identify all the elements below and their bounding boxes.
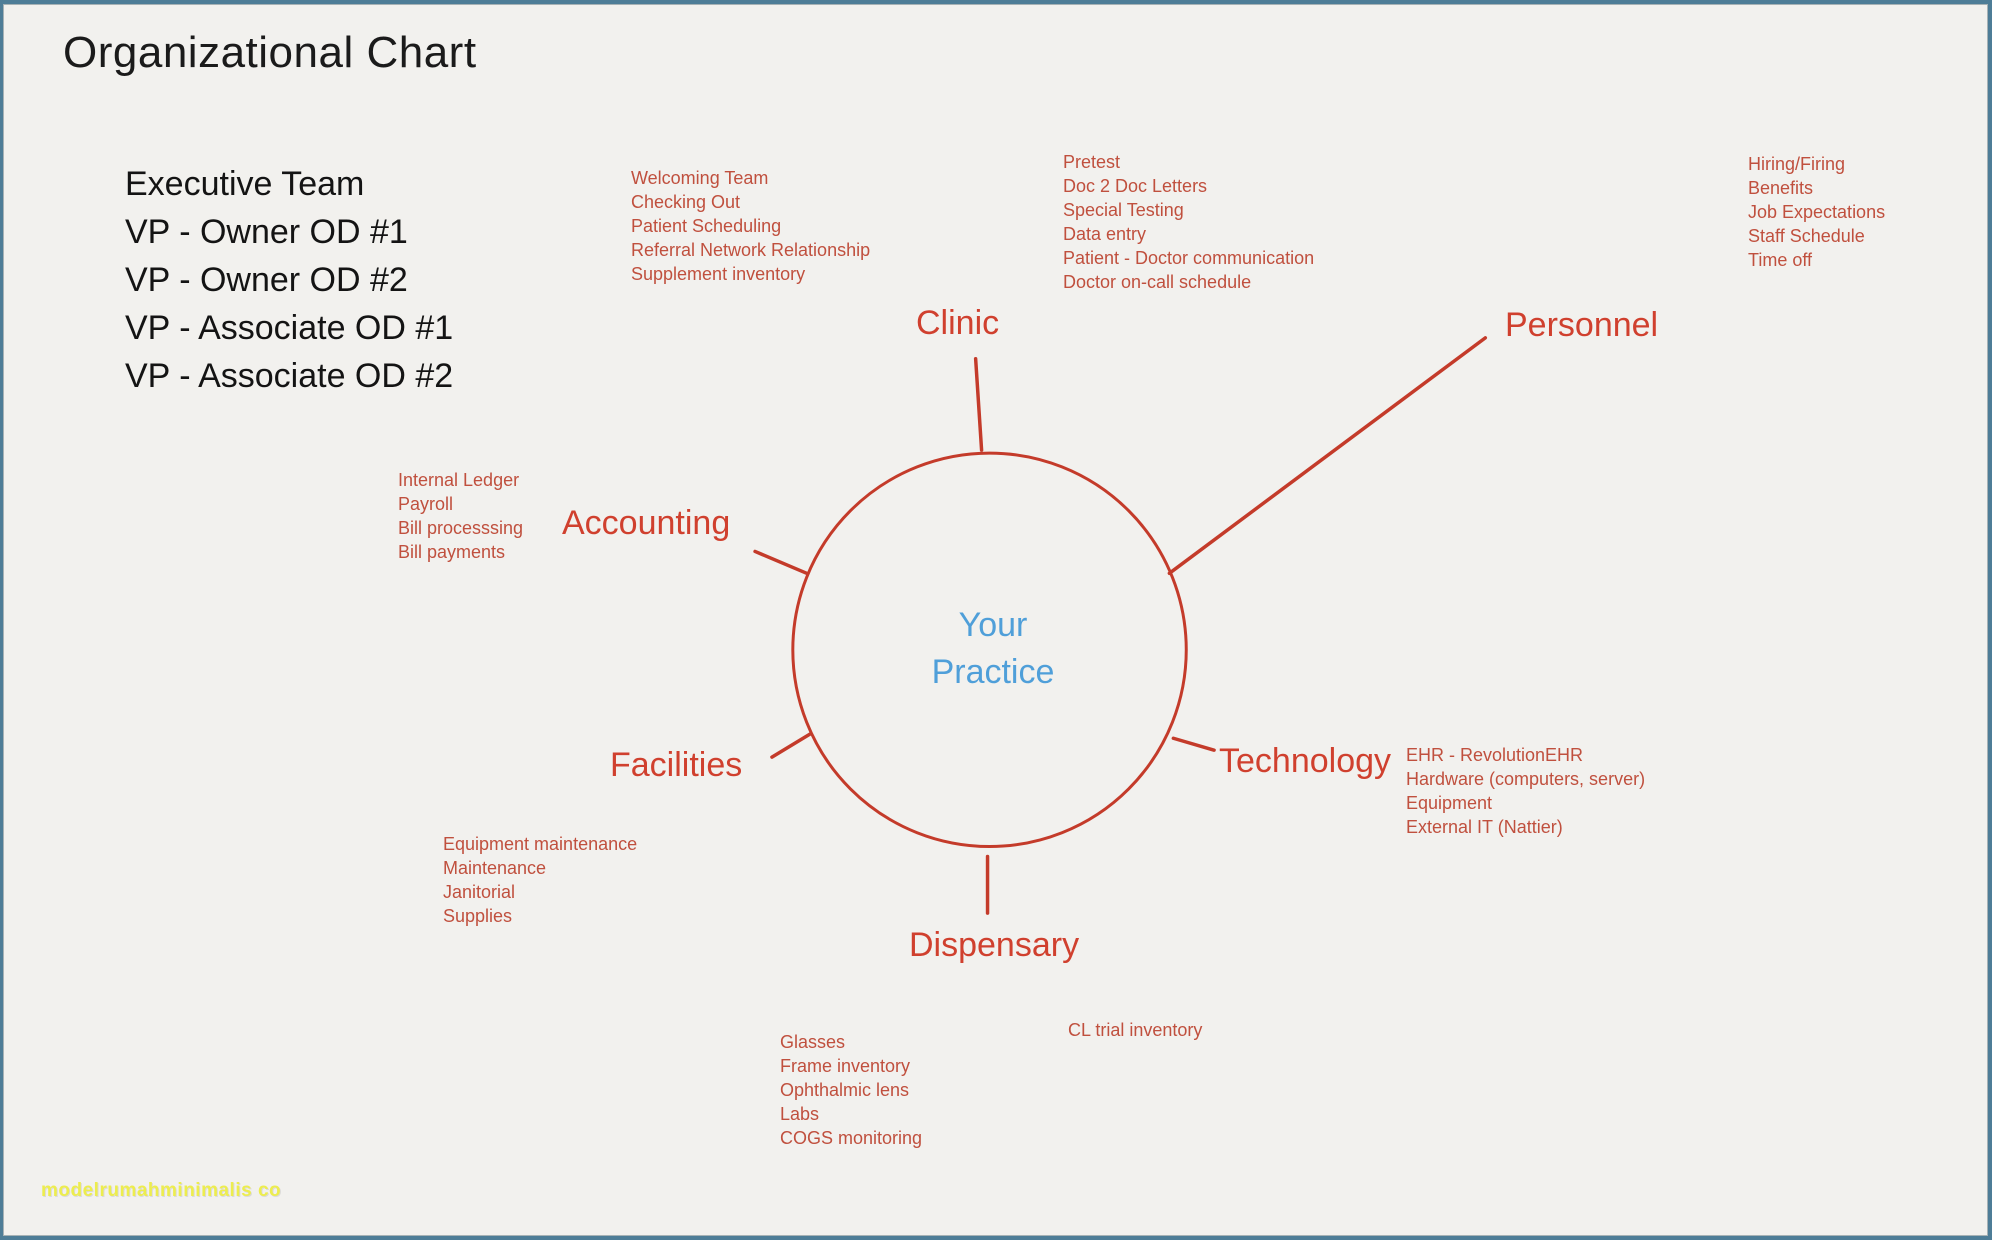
- spoke-accounting: [753, 549, 809, 576]
- executive-team-item: VP - Associate OD #2: [125, 357, 454, 395]
- center-node-line1: Your: [958, 606, 1028, 644]
- center-node-line2: Practice: [931, 653, 1055, 691]
- list-item: COGS monitoring: [780, 1128, 923, 1148]
- list-item: Supplement inventory: [631, 264, 806, 284]
- spoke-clinic: [973, 356, 984, 452]
- list-item: Equipment: [1406, 793, 1493, 813]
- executive-team-item: VP - Owner OD #1: [125, 213, 408, 251]
- list-item: Patient Scheduling: [631, 216, 782, 236]
- spoke-personnel: [1167, 336, 1488, 576]
- personnel-task-list: Hiring/Firing Benefits Job Expectations …: [1748, 152, 1885, 272]
- executive-team-heading: Executive Team: [125, 165, 365, 203]
- clinic-node-label: Clinic: [916, 304, 1000, 342]
- list-item: Maintenance: [443, 858, 547, 878]
- list-item: Bill payments: [398, 542, 506, 562]
- list-item: Job Expectations: [1748, 202, 1886, 222]
- list-item: Time off: [1748, 250, 1813, 270]
- clinic-task-list-right: Pretest Doc 2 Doc Letters Special Testin…: [1063, 150, 1314, 294]
- accounting-task-list: Internal Ledger Payroll Bill processsing…: [398, 468, 523, 564]
- list-item: CL trial inventory: [1068, 1020, 1203, 1040]
- list-item: Welcoming Team: [631, 168, 769, 188]
- executive-team-item: VP - Associate OD #1: [125, 309, 454, 347]
- list-item: Checking Out: [631, 192, 741, 212]
- list-item: Internal Ledger: [398, 470, 520, 490]
- list-item: Glasses: [780, 1032, 846, 1052]
- list-item: Data entry: [1063, 224, 1147, 244]
- personnel-node-label: Personnel: [1505, 306, 1659, 344]
- dispensary-task-list-right: CL trial inventory: [1068, 1018, 1202, 1042]
- list-item: Referral Network Relationship: [631, 240, 871, 260]
- technology-task-list: EHR - RevolutionEHR Hardware (computers,…: [1406, 743, 1645, 839]
- list-item: Doctor on-call schedule: [1063, 272, 1252, 292]
- list-item: Pretest: [1063, 152, 1121, 172]
- list-item: Hiring/Firing: [1748, 154, 1846, 174]
- list-item: Equipment maintenance: [443, 834, 638, 854]
- accounting-node-label: Accounting: [562, 504, 731, 542]
- list-item: EHR - RevolutionEHR: [1406, 745, 1584, 765]
- list-item: Payroll: [398, 494, 454, 514]
- page-title: Organizational Chart: [63, 28, 477, 77]
- facilities-node-label: Facilities: [610, 746, 743, 784]
- executive-team-list: Executive Team VP - Owner OD #1 VP - Own…: [125, 160, 453, 400]
- list-item: Supplies: [443, 906, 513, 926]
- list-item: External IT (Nattier): [1406, 817, 1563, 837]
- clinic-task-list: Welcoming Team Checking Out Patient Sche…: [631, 166, 870, 286]
- center-node-label: Your Practice: [883, 602, 1103, 696]
- list-item: Staff Schedule: [1748, 226, 1865, 246]
- list-item: Janitorial: [443, 882, 516, 902]
- list-item: Doc 2 Doc Letters: [1063, 176, 1208, 196]
- list-item: Special Testing: [1063, 200, 1184, 220]
- watermark: modelrumahminimalis co: [41, 1180, 282, 1201]
- spoke-technology: [1171, 736, 1216, 752]
- list-item: Patient - Doctor communication: [1063, 248, 1315, 268]
- technology-node-label: Technology: [1219, 742, 1392, 780]
- list-item: Bill processsing: [398, 518, 524, 538]
- diagram-connectors: [753, 336, 1488, 915]
- dispensary-node-label: Dispensary: [909, 926, 1080, 964]
- list-item: Labs: [780, 1104, 820, 1124]
- list-item: Benefits: [1748, 178, 1814, 198]
- facilities-task-list: Equipment maintenance Maintenance Janito…: [443, 832, 637, 928]
- executive-team-item: VP - Owner OD #2: [125, 261, 408, 299]
- list-item: Hardware (computers, server): [1406, 769, 1646, 789]
- dispensary-task-list: Glasses Frame inventory Ophthalmic lens …: [780, 1030, 922, 1150]
- spoke-facilities: [770, 732, 812, 759]
- list-item: Frame inventory: [780, 1056, 911, 1076]
- center-circle: [791, 451, 1188, 849]
- list-item: Ophthalmic lens: [780, 1080, 910, 1100]
